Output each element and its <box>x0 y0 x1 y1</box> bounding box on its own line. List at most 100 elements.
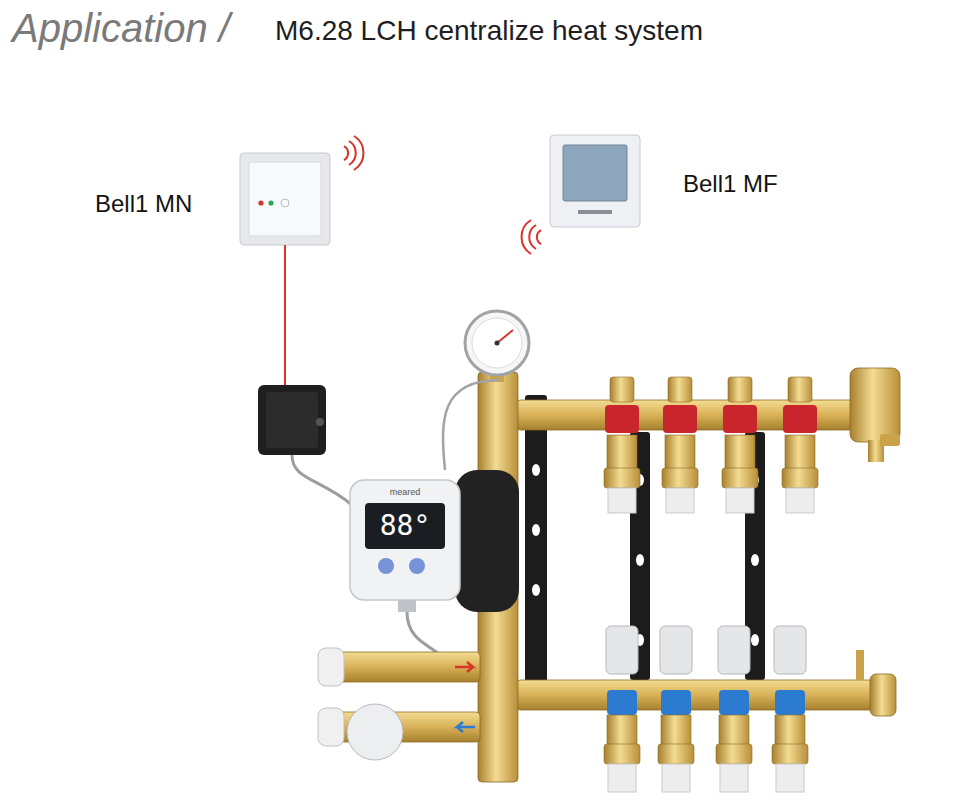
valve-cap <box>606 626 638 674</box>
signal-waves <box>344 136 363 170</box>
receiver-box <box>266 392 318 448</box>
outlet-fitting <box>604 715 808 764</box>
valve-cap <box>606 626 806 674</box>
brand-logo: meared <box>390 488 421 498</box>
return-valve <box>661 690 691 715</box>
pipe-stub <box>608 764 636 792</box>
receiver-box <box>258 385 326 455</box>
bracket-hole <box>636 554 644 566</box>
valve-cap <box>774 626 806 674</box>
bracket-hole <box>532 524 540 536</box>
signal-waves <box>537 230 541 244</box>
supply-manifold <box>668 377 692 402</box>
supply-manifold <box>880 434 900 446</box>
pipe-stub <box>726 488 754 513</box>
outlet-fitting <box>604 744 640 764</box>
inlet-pipe <box>318 708 344 746</box>
circulation-pump <box>378 558 394 574</box>
outlet-fitting <box>665 435 695 471</box>
return-manifold <box>515 680 875 710</box>
inlet-pipe <box>318 648 480 760</box>
signal-waves <box>522 220 531 254</box>
pipe-stub <box>608 488 814 513</box>
pressure-gauge <box>497 330 513 343</box>
pipe-stub <box>608 764 804 792</box>
return-manifold <box>856 650 864 680</box>
outlet-fitting <box>775 715 805 747</box>
pipe-stub <box>666 488 694 513</box>
mounting-bracket <box>525 395 547 685</box>
flow-valve <box>605 405 639 433</box>
signal-wire <box>284 245 286 386</box>
outlet-fitting <box>725 435 755 471</box>
wired-thermostat <box>240 153 330 245</box>
pipe-stub <box>776 764 804 792</box>
flow-valve <box>783 405 817 433</box>
bracket-hole <box>751 554 759 566</box>
device-label: Bell1 MF <box>683 171 778 197</box>
return-manifold <box>870 674 896 716</box>
supply-manifold <box>850 368 900 442</box>
inlet-pipe <box>455 662 473 672</box>
outlet-fitting <box>607 435 637 471</box>
flow-valve <box>663 405 697 433</box>
outlet-fitting <box>662 468 698 488</box>
pump-cable <box>292 455 352 505</box>
valve-cap <box>660 626 692 674</box>
return-manifold <box>515 650 896 716</box>
inlet-pipe <box>330 652 480 682</box>
outlet-fitting <box>607 715 637 747</box>
pump-cable <box>407 612 440 655</box>
outlet-fitting <box>658 744 694 764</box>
flow-valve <box>605 405 817 433</box>
bracket-hole <box>532 584 540 596</box>
receiver-box <box>258 385 326 455</box>
supply-manifold <box>788 377 812 402</box>
pressure-gauge <box>465 311 529 375</box>
outlet-fitting <box>661 715 691 747</box>
diagram-title: M6.28 LCH centralize heat system <box>275 16 703 47</box>
outlet-fitting <box>785 435 815 471</box>
circulation-pump <box>350 470 519 612</box>
return-valve <box>719 690 749 715</box>
wired-thermostat <box>268 200 273 205</box>
signal-waves <box>354 136 363 170</box>
pump-display: 88° <box>380 511 431 542</box>
pipe-stub <box>662 764 690 792</box>
circulation-pump <box>365 503 445 549</box>
wired-thermostat <box>249 162 321 236</box>
outlet-fitting <box>722 468 758 488</box>
outlet-fitting <box>772 744 808 764</box>
inlet-pipe <box>347 704 403 760</box>
valve-cap <box>718 626 750 674</box>
outlet-fitting <box>782 468 818 488</box>
wireless-thermostat <box>550 135 640 227</box>
flow-valve <box>723 405 757 433</box>
wireless-thermostat <box>550 135 640 227</box>
signal-waves <box>344 146 348 160</box>
receiver-box <box>316 418 324 426</box>
outlet-fitting <box>604 435 818 488</box>
bracket-hole <box>532 464 540 476</box>
wired-thermostat <box>281 199 289 207</box>
outlet-fitting <box>604 468 640 488</box>
mixing-pipe <box>443 380 500 470</box>
outlet-fitting <box>716 744 752 764</box>
supply-manifold <box>728 377 752 402</box>
section-heading: Application / <box>12 6 230 50</box>
wireless-thermostat <box>563 145 627 201</box>
return-valve <box>775 690 805 715</box>
wired-thermostat <box>240 153 330 245</box>
pressure-gauge <box>472 318 522 368</box>
pipe-stub <box>786 488 814 513</box>
pressure-gauge <box>495 341 500 346</box>
return-valve <box>607 690 805 715</box>
signal-waves <box>522 220 541 254</box>
wireless-thermostat <box>578 210 612 214</box>
inlet-pipe <box>318 648 344 686</box>
circulation-pump <box>455 470 519 612</box>
inlet-pipe <box>457 722 475 732</box>
return-valve <box>607 690 637 715</box>
supply-manifold <box>610 377 634 402</box>
